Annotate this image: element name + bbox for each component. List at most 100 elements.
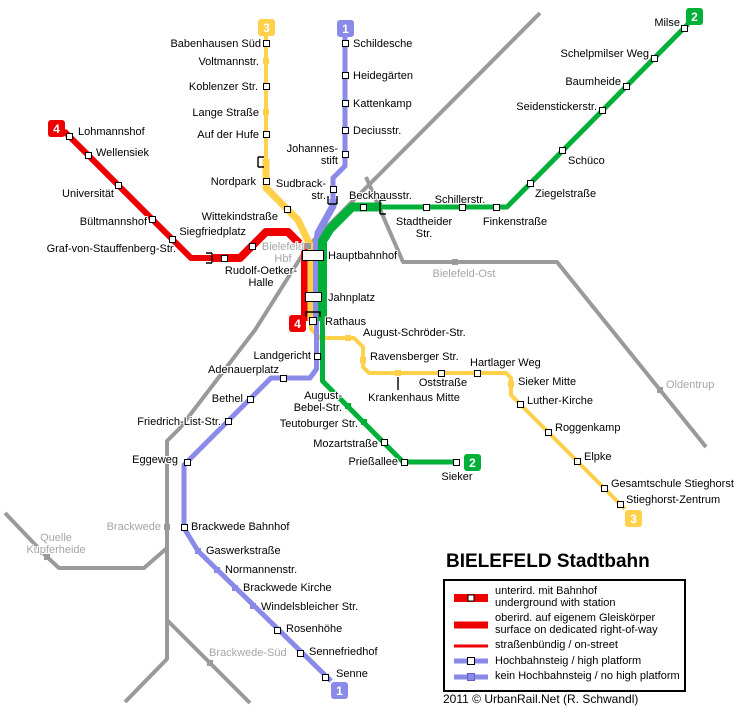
- station-marker-hauptbahnhof: [302, 249, 324, 261]
- station-marker-kattenkamp: [341, 99, 349, 107]
- station-label-schillerstr: Schillerstr.: [434, 194, 486, 206]
- station-marker-schillerstr: [458, 203, 466, 211]
- rail-station-label-bielefeld-hbf: Bielefeld Hbf: [261, 241, 305, 265]
- station-label-sudbrackstr: Sudbrack- str.: [275, 178, 326, 202]
- rail-station-label-quelle-kupferheide: Quelle Kupferheide: [26, 532, 86, 556]
- rail-station-label-brackwede-s-d: Brackwede-Süd: [209, 647, 287, 659]
- station-label-august-bebel-str: August- Bebel-Str.: [293, 390, 342, 414]
- station-marker-schildesche: [341, 39, 349, 47]
- station-marker-universit-t: [114, 181, 122, 189]
- rail-station-marker-brackwede-s-d: [207, 660, 213, 666]
- line-3-badge-2: 3: [258, 19, 275, 36]
- legend-row-low: kein Hochbahnsteig / no high platform: [445, 670, 684, 683]
- legend-row-surface: oberird. auf eigenem Gleiskörper surface…: [445, 612, 684, 636]
- station-label-babenhausen-s-d: Babenhausen Süd: [170, 38, 261, 50]
- station-marker-siegfriedplatz: [248, 242, 256, 250]
- station-label-jahnplatz: Jahnplatz: [328, 292, 376, 304]
- railway-line-2: [364, 176, 708, 449]
- station-marker-bethel: [246, 395, 254, 403]
- station-marker-landgericht: [313, 352, 321, 360]
- line-2-badge-4: 2: [686, 8, 703, 25]
- station-marker-wittekindstra-e: [283, 205, 291, 213]
- station-marker-graf-von-stauffenberg-str: [168, 235, 176, 243]
- station-marker-baumheide: [622, 82, 630, 90]
- station-label-b-ltmannshof: Bültmannshof: [79, 216, 147, 228]
- station-label-schelpmilser-weg: Schelpmilser Weg: [560, 48, 649, 60]
- rail-station-marker-brackwede: [164, 524, 170, 530]
- station-marker-mozartstra-e: [380, 438, 388, 446]
- station-marker-schelpmilser-weg: [650, 54, 658, 62]
- station-label-voltmannstr: Voltmannstr.: [198, 56, 259, 68]
- station-label-friedrich-list-str: Friedrich-List-Str.: [137, 416, 221, 428]
- rail-station-marker-quelle-kupferheide: [44, 554, 50, 560]
- station-label-ziegelstra-e: Ziegelstraße: [535, 188, 597, 200]
- station-marker-rathaus: [309, 317, 317, 325]
- station-marker-normannenstr: [214, 567, 220, 573]
- rail-station-marker-bielefeld-ost: [452, 259, 458, 265]
- legend-text-high: Hochbahnsteig / high platform: [495, 654, 642, 667]
- station-marker-sudbrackstr: [329, 185, 337, 193]
- line-4-badge-1: 4: [48, 120, 65, 137]
- station-label-koblenzer-str: Koblenzer Str.: [188, 81, 258, 93]
- station-marker-lange-stra-e: [263, 109, 269, 115]
- line-2-badge-6: 2: [464, 454, 481, 471]
- station-label-nordpark: Nordpark: [210, 176, 256, 188]
- legend-text-underground: unterird. mit Bahnhof underground with s…: [495, 585, 616, 609]
- station-label-rosenh-he: Rosenhöhe: [286, 623, 343, 635]
- station-label-sennefriedhof: Sennefriedhof: [309, 646, 378, 658]
- station-label-sch-co: Schüco: [568, 155, 605, 167]
- rail-station-marker-bielefeld-hbf: [305, 243, 311, 249]
- line-4-badge-5: 4: [289, 315, 306, 332]
- station-label-windelsbleicher-str: Windelsbleicher Str.: [261, 601, 359, 613]
- station-label-deciusstr: Deciusstr.: [353, 125, 402, 137]
- legend-symbol-high-icon: [454, 656, 488, 667]
- station-label-lange-stra-e: Lange Straße: [192, 107, 259, 119]
- station-label-landgericht: Landgericht: [253, 350, 312, 362]
- station-label-universit-t: Universität: [62, 188, 114, 200]
- tram-line-4-underground: [213, 228, 309, 321]
- station-label-luther-kirche: Luther-Kirche: [527, 395, 594, 407]
- copyright-note: 2011 © UrbanRail.Net (R. Schwandl): [443, 692, 639, 706]
- station-marker-sennefriedhof: [296, 649, 304, 657]
- station-marker-brackwede-kirche: [232, 585, 238, 591]
- station-label-lohmannshof: Lohmannshof: [78, 126, 145, 138]
- station-label-senne: Senne: [336, 668, 368, 680]
- station-marker-friedrich-list-str: [224, 417, 232, 425]
- station-marker-b-ltmannshof: [148, 215, 156, 223]
- station-marker-finkenstra-e: [492, 203, 500, 211]
- station-marker-sch-co: [558, 146, 566, 154]
- station-marker-adenauerplatz: [279, 374, 287, 382]
- station-marker-rosenh-he: [273, 626, 281, 634]
- station-label-eggeweg: Eggeweg: [132, 454, 178, 466]
- station-marker-stadtheider-str: [422, 203, 430, 211]
- legend-row-street: straßenbündig / on-street: [445, 639, 684, 652]
- station-label-wellensiek: Wellensiek: [96, 147, 149, 159]
- tunnel-portal-mark-3: [379, 199, 386, 215]
- station-label-sieker-mitte: Sieker Mitte: [518, 376, 577, 388]
- legend-row-underground: unterird. mit Bahnhof underground with s…: [445, 585, 684, 609]
- station-label-brackwede-bahnhof: Brackwede Bahnhof: [191, 521, 290, 533]
- station-label-brackwede-kirche: Brackwede Kirche: [243, 582, 332, 594]
- station-label-wittekindstra-e: Wittekindstraße: [201, 211, 278, 223]
- station-marker-prie-allee: [400, 458, 408, 466]
- station-marker-sieker: [452, 458, 460, 466]
- station-marker-ravensberger-str: [360, 357, 366, 363]
- station-marker-wellensiek: [84, 151, 92, 159]
- station-marker-johannesstift: [341, 150, 349, 158]
- station-label-stadtheider-str: Stadtheider Str.: [395, 216, 453, 240]
- station-label-rudolf-oetker-halle: Rudolf-Oetker- Halle: [224, 265, 298, 289]
- station-marker-milse: [680, 24, 688, 32]
- legend-text-low: kein Hochbahnsteig / no high platform: [495, 670, 680, 682]
- station-marker-seidenstickerstr: [598, 106, 606, 114]
- station-label-rathaus: Rathaus: [325, 316, 366, 328]
- line-1-badge-8: 1: [331, 682, 348, 699]
- legend-symbol-underground-icon: [454, 592, 488, 603]
- station-marker-brackwede-bahnhof: [180, 523, 188, 531]
- railway-line-3: [3, 511, 169, 570]
- station-label-auf-der-hufe: Auf der Hufe: [197, 129, 259, 141]
- rail-station-label-brackwede: Brackwede: [106, 521, 161, 533]
- station-marker-oststra-e: [437, 369, 445, 377]
- station-label-sieker: Sieker: [441, 471, 473, 483]
- station-label-teutoburger-str: Teutoburger Str.: [279, 418, 358, 430]
